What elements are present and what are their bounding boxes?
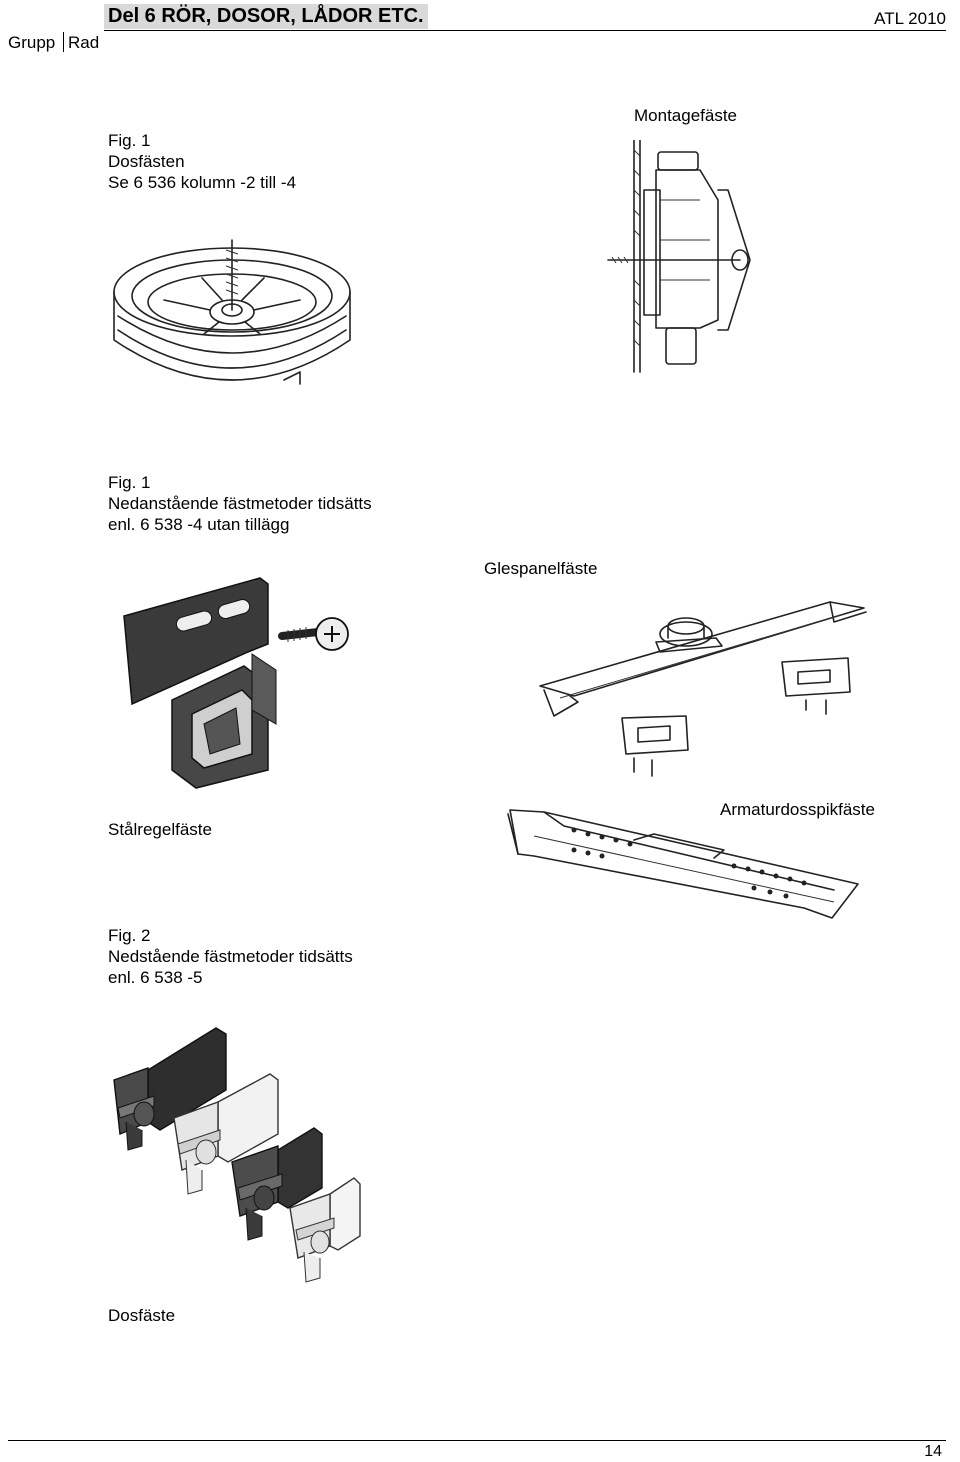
dosfaste-caption: Dosfäste xyxy=(108,1306,176,1325)
fig2-label: Fig. 2 xyxy=(108,926,151,945)
armaturdosspikfaste-caption: Armaturdosspikfäste xyxy=(720,800,875,819)
fig1a-line2: Se 6 536 kolumn -2 till -4 xyxy=(108,173,297,192)
glespanelfaste-caption: Glespanelfäste xyxy=(484,559,598,578)
armaturdosspikfaste-illustration xyxy=(507,809,859,919)
fig1a-label: Fig. 1 xyxy=(108,131,151,150)
page-number: 14 xyxy=(924,1443,942,1460)
grupp-label: Grupp xyxy=(8,33,56,52)
fig2-line2: enl. 6 538 -5 xyxy=(108,968,203,987)
grupp-rad-separator xyxy=(63,32,64,52)
fig1b-line1: Nedanstående fästmetoder tidsätts xyxy=(108,494,372,513)
bracket-dark-2 xyxy=(231,1127,323,1241)
dosfaste-set-illustration xyxy=(113,1027,361,1283)
footer-divider xyxy=(8,1440,946,1441)
bracket-light-1 xyxy=(173,1073,279,1195)
rad-label: Rad xyxy=(68,33,100,52)
edition-label: ATL 2010 xyxy=(874,9,946,28)
fig2-line1: Nedstående fästmetoder tidsätts xyxy=(108,947,353,966)
dosfaste-ring-illustration xyxy=(113,239,351,385)
header-divider xyxy=(104,30,946,31)
fig1b-label: Fig. 1 xyxy=(108,473,151,492)
fig1b-line2: enl. 6 538 -4 utan tillägg xyxy=(108,515,290,534)
stalregelfaste-caption: Stålregelfäste xyxy=(108,820,212,839)
montagefaste-caption: Montagefäste xyxy=(634,106,738,125)
bracket-dark-1 xyxy=(113,1027,227,1151)
glespanelfaste-illustration xyxy=(539,601,867,777)
screw-icon xyxy=(278,617,349,651)
montagefaste-illustration xyxy=(607,140,751,373)
bracket-light-2 xyxy=(289,1177,361,1283)
chapter-title: Del 6 RÖR, DOSOR, LÅDOR ETC. xyxy=(104,4,428,29)
fig1a-line1: Dosfästen xyxy=(108,152,185,171)
stalregelfaste-illustration xyxy=(123,577,349,789)
